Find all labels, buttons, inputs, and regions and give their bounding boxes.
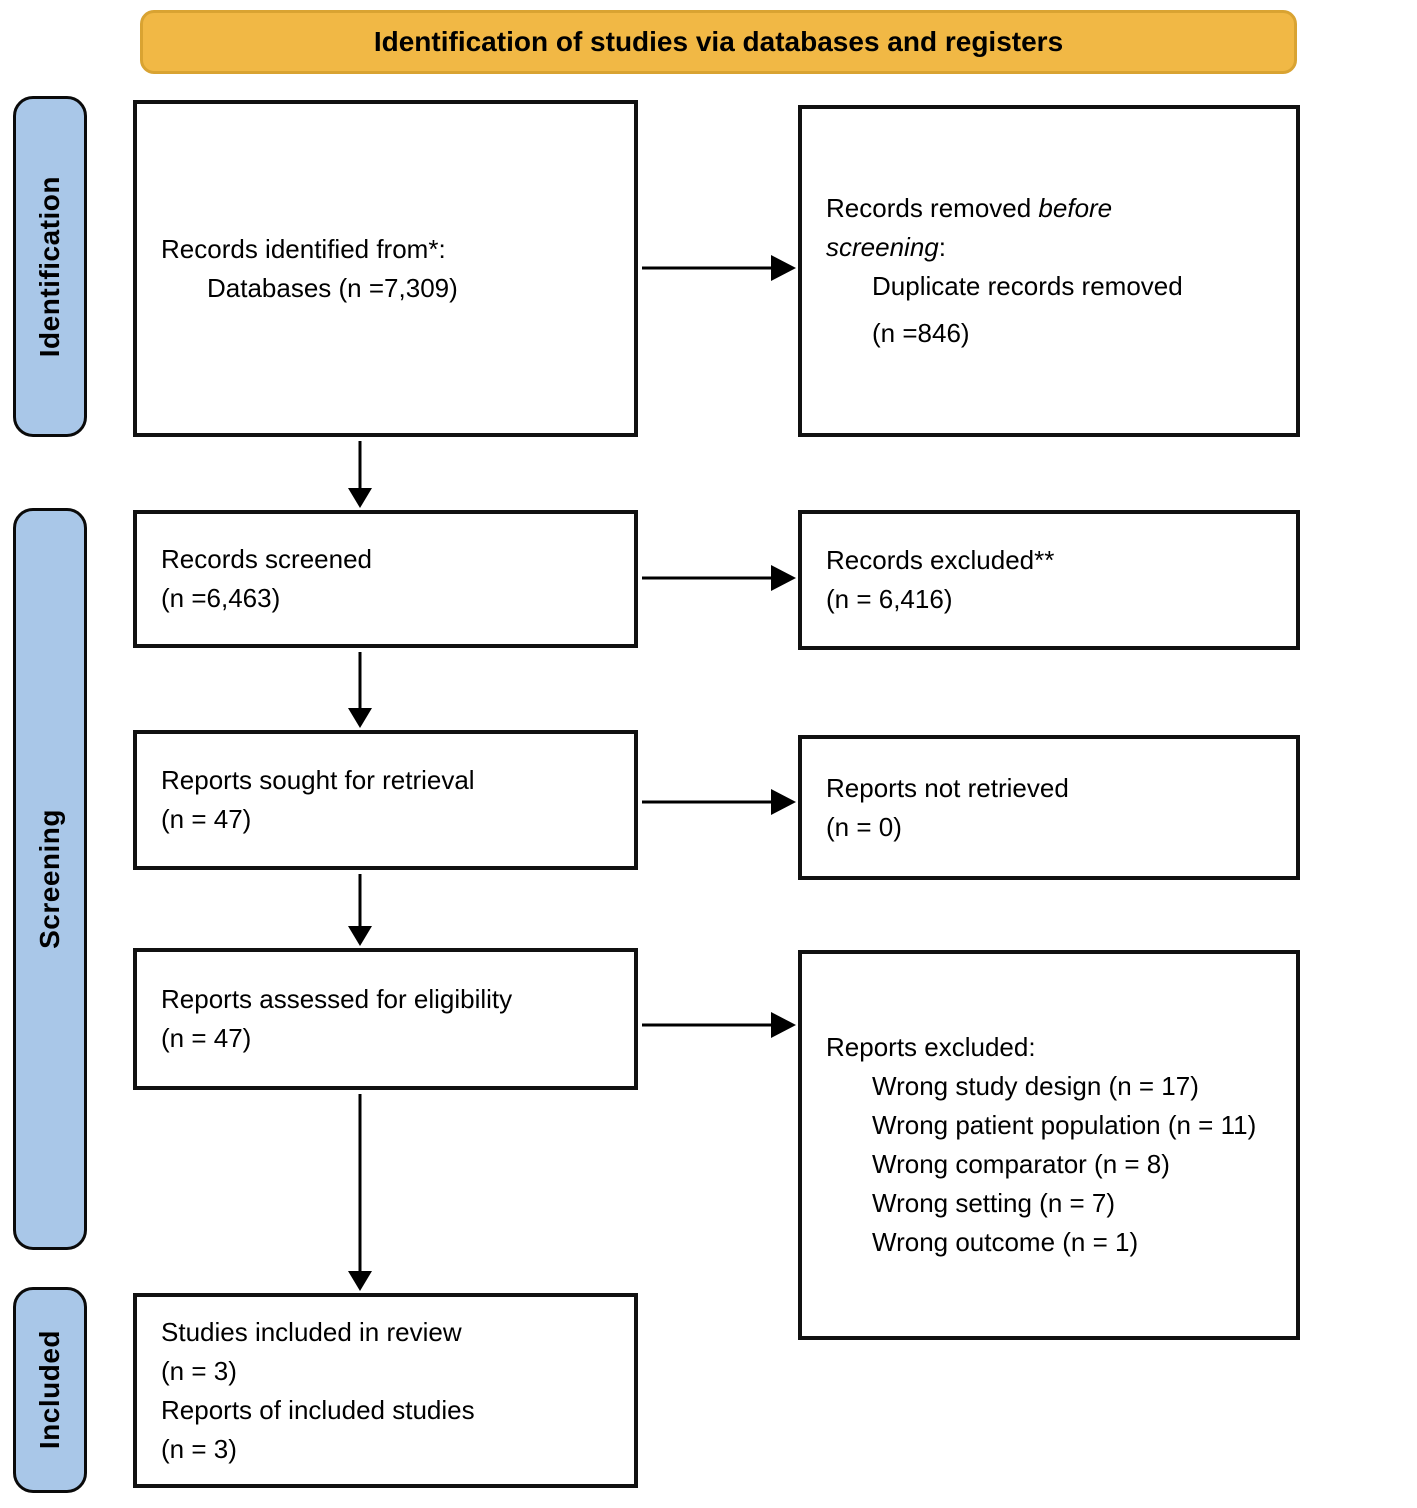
records-screened-line2: (n =6,463) <box>161 583 281 613</box>
records-removed-line1: Records removed before <box>826 193 1113 223</box>
records-removed-italic-screening: screening <box>826 232 939 262</box>
stage-included: Included <box>13 1287 87 1493</box>
reports-assessed-line2: (n = 47) <box>161 1023 252 1053</box>
box-records-screened: Records screened (n =6,463) <box>133 510 638 648</box>
arrow-identified-to-removed-icon <box>642 254 796 282</box>
studies-included-line2: (n = 3) <box>161 1355 237 1386</box>
stage-included-label: Included <box>34 1330 65 1450</box>
arrow-sought-to-not-retrieved-icon <box>642 788 796 816</box>
reports-assessed-line1: Reports assessed for eligibility <box>161 984 513 1014</box>
reports-excluded-item: Wrong setting (n = 7) <box>872 1188 1116 1218</box>
records-removed-line2: screening: <box>826 232 946 262</box>
reports-excluded-item: Wrong patient population (n = 11) <box>872 1110 1257 1140</box>
arrow-sought-to-assessed-icon <box>348 874 372 946</box>
records-removed-line4: (n =846) <box>872 318 970 348</box>
studies-included-line4: (n = 3) <box>161 1433 237 1464</box>
arrow-identified-to-screened-icon <box>348 441 372 508</box>
box-records-removed: Records removed before screening: Duplic… <box>798 105 1300 437</box>
records-removed-line3: Duplicate records removed <box>872 271 1183 301</box>
records-excluded-line2: (n = 6,416) <box>826 584 953 614</box>
records-identified-line2: Databases (n =7,309) <box>207 272 458 303</box>
box-reports-excluded: Reports excluded: Wrong study design (n … <box>798 950 1300 1340</box>
arrow-assessed-to-excluded-icon <box>642 1011 796 1039</box>
box-reports-assessed: Reports assessed for eligibility (n = 47… <box>133 948 638 1090</box>
reports-excluded-item: Wrong comparator (n = 8) <box>872 1149 1170 1179</box>
stage-identification-label: Identification <box>34 175 65 358</box>
reports-excluded-item: Wrong study design (n = 17) <box>872 1071 1199 1101</box>
records-excluded-line1: Records excluded** <box>826 545 1055 575</box>
reports-not-retrieved-line1: Reports not retrieved <box>826 772 1069 803</box>
studies-included-line1: Studies included in review <box>161 1316 462 1347</box>
stage-screening-label: Screening <box>34 809 65 949</box>
stage-identification: Identification <box>13 96 87 437</box>
arrow-screened-to-excluded-icon <box>642 564 796 592</box>
box-reports-sought: Reports sought for retrieval (n = 47) <box>133 730 638 870</box>
banner-title: Identification of studies via databases … <box>140 10 1297 74</box>
box-records-identified: Records identified from*: Databases (n =… <box>133 100 638 437</box>
box-studies-included: Studies included in review (n = 3) Repor… <box>133 1293 638 1488</box>
arrow-assessed-to-included-icon <box>348 1094 372 1291</box>
arrow-screened-to-sought-icon <box>348 652 372 728</box>
records-identified-line1: Records identified from*: <box>161 233 446 264</box>
studies-included-line3: Reports of included studies <box>161 1394 475 1425</box>
records-screened-line1: Records screened <box>161 544 372 574</box>
reports-excluded-title: Reports excluded: <box>826 1032 1036 1062</box>
box-reports-not-retrieved: Reports not retrieved (n = 0) <box>798 735 1300 880</box>
reports-not-retrieved-line2: (n = 0) <box>826 811 902 842</box>
reports-sought-line1: Reports sought for retrieval <box>161 765 475 795</box>
reports-sought-line2: (n = 47) <box>161 804 252 834</box>
records-removed-italic-before: before <box>1038 193 1113 223</box>
reports-excluded-item: Wrong outcome (n = 1) <box>872 1227 1139 1257</box>
stage-screening: Screening <box>13 508 87 1250</box>
box-records-excluded: Records excluded** (n = 6,416) <box>798 510 1300 650</box>
banner-title-text: Identification of studies via databases … <box>373 26 1064 57</box>
